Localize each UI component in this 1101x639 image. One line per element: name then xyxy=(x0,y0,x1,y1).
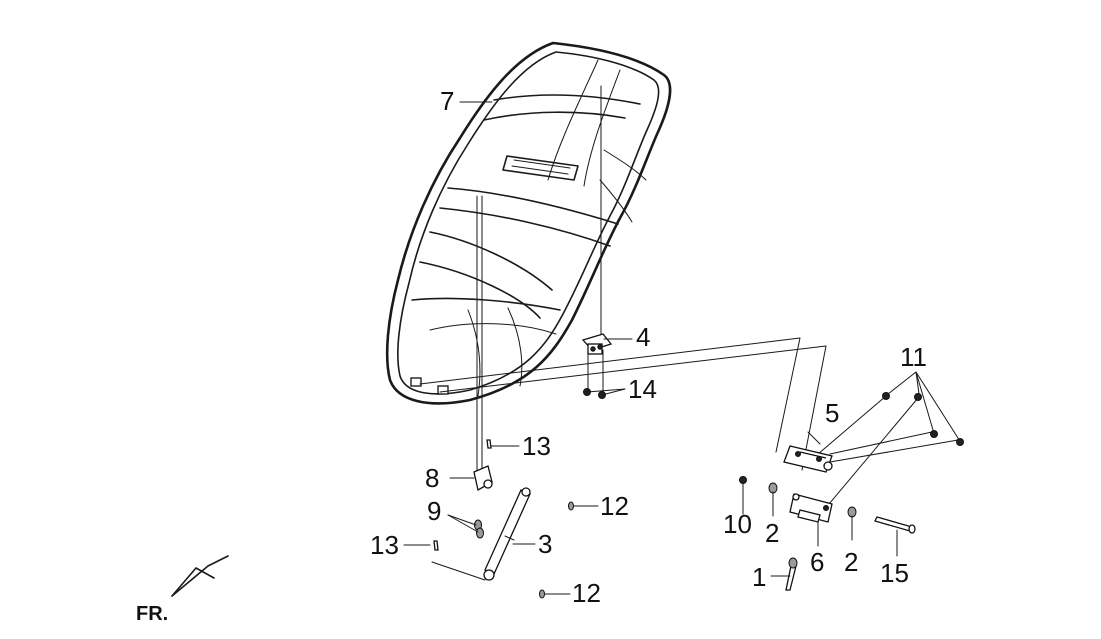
callout-13-lower: 13 xyxy=(370,530,399,560)
hinge-plate xyxy=(783,445,833,473)
callout-6: 6 xyxy=(810,547,824,577)
callout-1: 1 xyxy=(752,562,766,592)
front-direction-label: FR. xyxy=(136,603,168,625)
nuts-11 xyxy=(882,392,964,446)
nuts xyxy=(583,388,606,399)
callout-7: 7 xyxy=(440,86,454,116)
callout-10: 10 xyxy=(723,509,752,539)
bolts xyxy=(474,519,484,539)
bolt xyxy=(785,557,798,591)
gas-strut xyxy=(483,487,531,581)
hinge-bracket xyxy=(581,333,613,355)
bushings xyxy=(768,482,857,518)
alignment-lines xyxy=(419,85,959,581)
callout-11: 11 xyxy=(900,342,927,372)
callout-2-left: 2 xyxy=(765,518,779,548)
callout-12-upper: 12 xyxy=(600,491,629,521)
callout-14: 14 xyxy=(628,374,657,404)
pin-lower xyxy=(433,540,439,551)
callout-12-lower: 12 xyxy=(572,578,601,608)
callout-labels: 7 4 14 13 8 9 12 13 3 12 5 11 10 2 6 2 1… xyxy=(136,86,927,625)
pin-upper xyxy=(486,439,492,449)
hinge-shaft xyxy=(874,516,916,534)
front-direction-arrow xyxy=(171,555,229,597)
callout-5: 5 xyxy=(825,398,839,428)
callout-9: 9 xyxy=(427,496,441,526)
leader-lines xyxy=(403,101,959,595)
seat xyxy=(385,41,672,405)
callout-4: 4 xyxy=(636,322,650,352)
callout-2-right: 2 xyxy=(844,547,858,577)
callout-3: 3 xyxy=(538,529,552,559)
callout-13-upper: 13 xyxy=(522,431,551,461)
lower-hinge-bracket xyxy=(789,493,833,523)
callout-8: 8 xyxy=(425,463,439,493)
callout-15: 15 xyxy=(880,558,909,588)
strut-bracket xyxy=(473,465,493,492)
nut xyxy=(739,476,747,484)
